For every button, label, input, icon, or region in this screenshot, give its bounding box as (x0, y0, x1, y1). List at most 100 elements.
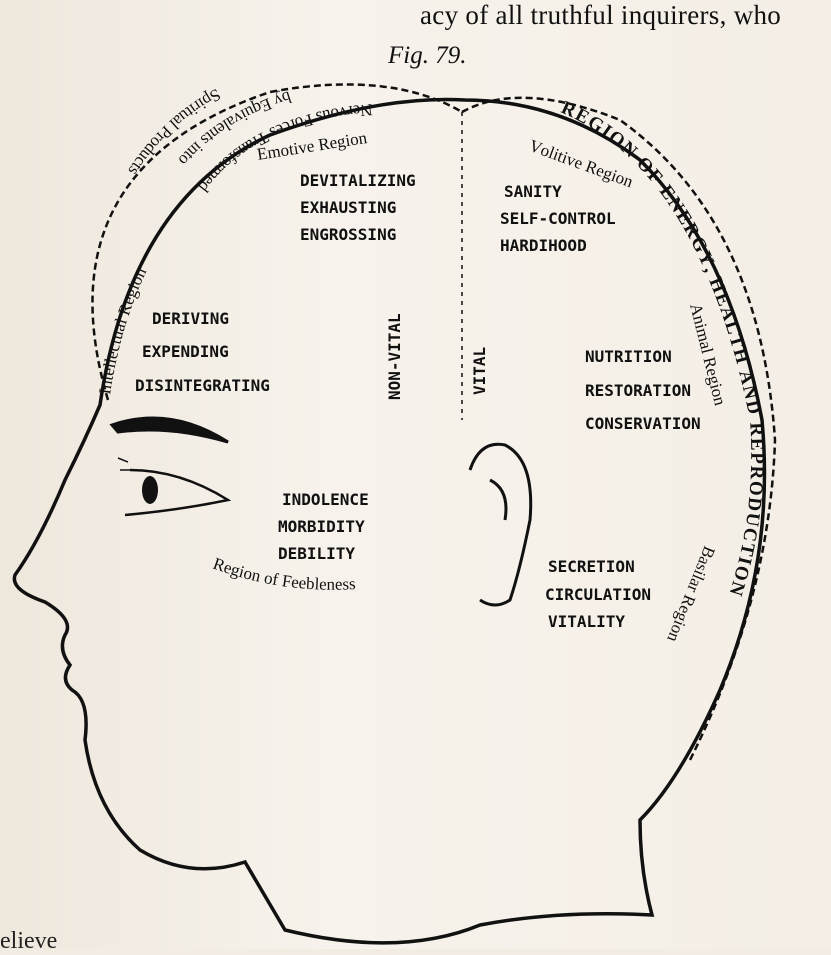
label-glyph: o (349, 129, 360, 149)
basilar-item: SECRETION (548, 557, 635, 576)
eye (117, 457, 232, 517)
label-glyph: t (98, 373, 118, 381)
label-glyph: l (111, 316, 131, 326)
label-glyph: T (735, 541, 758, 558)
animal-item: RESTORATION (585, 381, 691, 400)
label-glyph: s (348, 574, 356, 593)
label-glyph: D (741, 398, 764, 416)
basilar-group: SECRETION CIRCULATION VITALITY (545, 557, 651, 631)
label-glyph: v (297, 137, 309, 157)
label-glyph: e (352, 101, 362, 121)
label-glyph: I (95, 387, 115, 396)
label-glyph: n (357, 128, 369, 148)
label-glyph: n (96, 378, 116, 390)
label-glyph: i (690, 567, 709, 579)
label-glyph: o (279, 140, 290, 160)
label-glyph: R (745, 422, 767, 437)
label-glyph: N (359, 100, 373, 120)
label-glyph: s (314, 107, 325, 127)
label-glyph: r (287, 115, 299, 135)
label-glyph: H (729, 346, 753, 366)
volitive-group: SANITY SELF-CONTROL HARDIHOOD (500, 182, 616, 255)
label-glyph: A (686, 301, 708, 318)
animal-item: NUTRITION (585, 347, 672, 366)
eyebrow (109, 416, 229, 444)
label-glyph: i (237, 562, 247, 582)
label-glyph: o (329, 104, 341, 124)
volitive-item: SANITY (504, 182, 562, 201)
label-glyph: l (314, 574, 320, 593)
label-glyph: N (738, 383, 762, 401)
label-glyph: i (124, 280, 143, 292)
label-non-vital: NON-VITAL (385, 313, 404, 400)
label-glyph: b (305, 574, 315, 594)
label-glyph: U (741, 511, 764, 528)
label-glyph: i (609, 166, 620, 186)
label-glyph: i (551, 145, 562, 165)
label-glyph: n (327, 575, 336, 594)
label-glyph: R (746, 465, 767, 480)
label-glyph: l (100, 361, 120, 370)
label-glyph: i (560, 148, 571, 168)
basilar-item: CIRCULATION (545, 585, 651, 604)
label-glyph: e (335, 575, 343, 594)
intellectual-group: DERIVING EXPENDING DISINTEGRATING (135, 309, 270, 395)
body-text-top: acy of all truthful inquirers, who (420, 0, 782, 30)
emotive-item: EXHAUSTING (300, 198, 396, 217)
head-outline (12, 97, 767, 945)
intellectual-item: EXPENDING (142, 342, 229, 361)
label-glyph: A (734, 368, 758, 387)
basilar-item: VITALITY (548, 612, 625, 631)
label-glyph: T (725, 332, 749, 350)
label-glyph: i (706, 382, 726, 391)
emotive-group: DEVITALIZING EXHAUSTING ENGROSSING (300, 171, 416, 244)
label-glyph: o (263, 568, 275, 588)
label-glyph: D (743, 496, 765, 512)
volitive-item: SELF-CONTROL (500, 209, 616, 228)
label-glyph: l (697, 346, 717, 355)
label-glyph: v (337, 103, 349, 123)
emotive-item: ENGROSSING (300, 225, 396, 244)
label-glyph: C (738, 526, 761, 543)
label-glyph: i (691, 322, 711, 331)
figure-caption: Fig. 79. (388, 42, 467, 69)
label-glyph: i (344, 131, 352, 151)
label-glyph: O (745, 480, 767, 496)
label-glyph: e (298, 573, 307, 593)
intellectual-item: DISINTEGRATING (135, 376, 270, 395)
label-glyph: e (102, 349, 122, 361)
intellectual-item: DERIVING (152, 309, 229, 328)
label-glyph: l (546, 143, 557, 163)
label-glyph: O (729, 563, 753, 583)
feebleness-item: MORBIDITY (278, 517, 365, 536)
volitive-item: HARDIHOOD (500, 236, 587, 255)
label-glyph: P (746, 452, 767, 464)
ear (468, 442, 533, 607)
animal-group: NUTRITION RESTORATION CONSERVATION (585, 347, 701, 433)
label-glyph: l (101, 356, 121, 365)
label-glyph: e (290, 572, 300, 592)
label-glyph: r (346, 102, 354, 122)
label-vital: VITAL (470, 347, 489, 395)
label-glyph: t (287, 139, 295, 159)
label-glyph: t (105, 336, 125, 346)
label-glyph: F (281, 571, 293, 591)
animal-item: CONSERVATION (585, 414, 701, 433)
label-glyph: i (670, 618, 689, 630)
label-glyph: R (317, 134, 332, 155)
label-glyph: e (328, 133, 338, 153)
label-glyph: E (746, 438, 767, 451)
label-glyph: i (292, 139, 300, 159)
feebleness-group: INDOLENCE MORBIDITY DEBILITY (278, 490, 369, 563)
label-glyph: g (335, 131, 347, 151)
dashed-arc-right (461, 96, 777, 761)
label-glyph: A (715, 304, 739, 324)
